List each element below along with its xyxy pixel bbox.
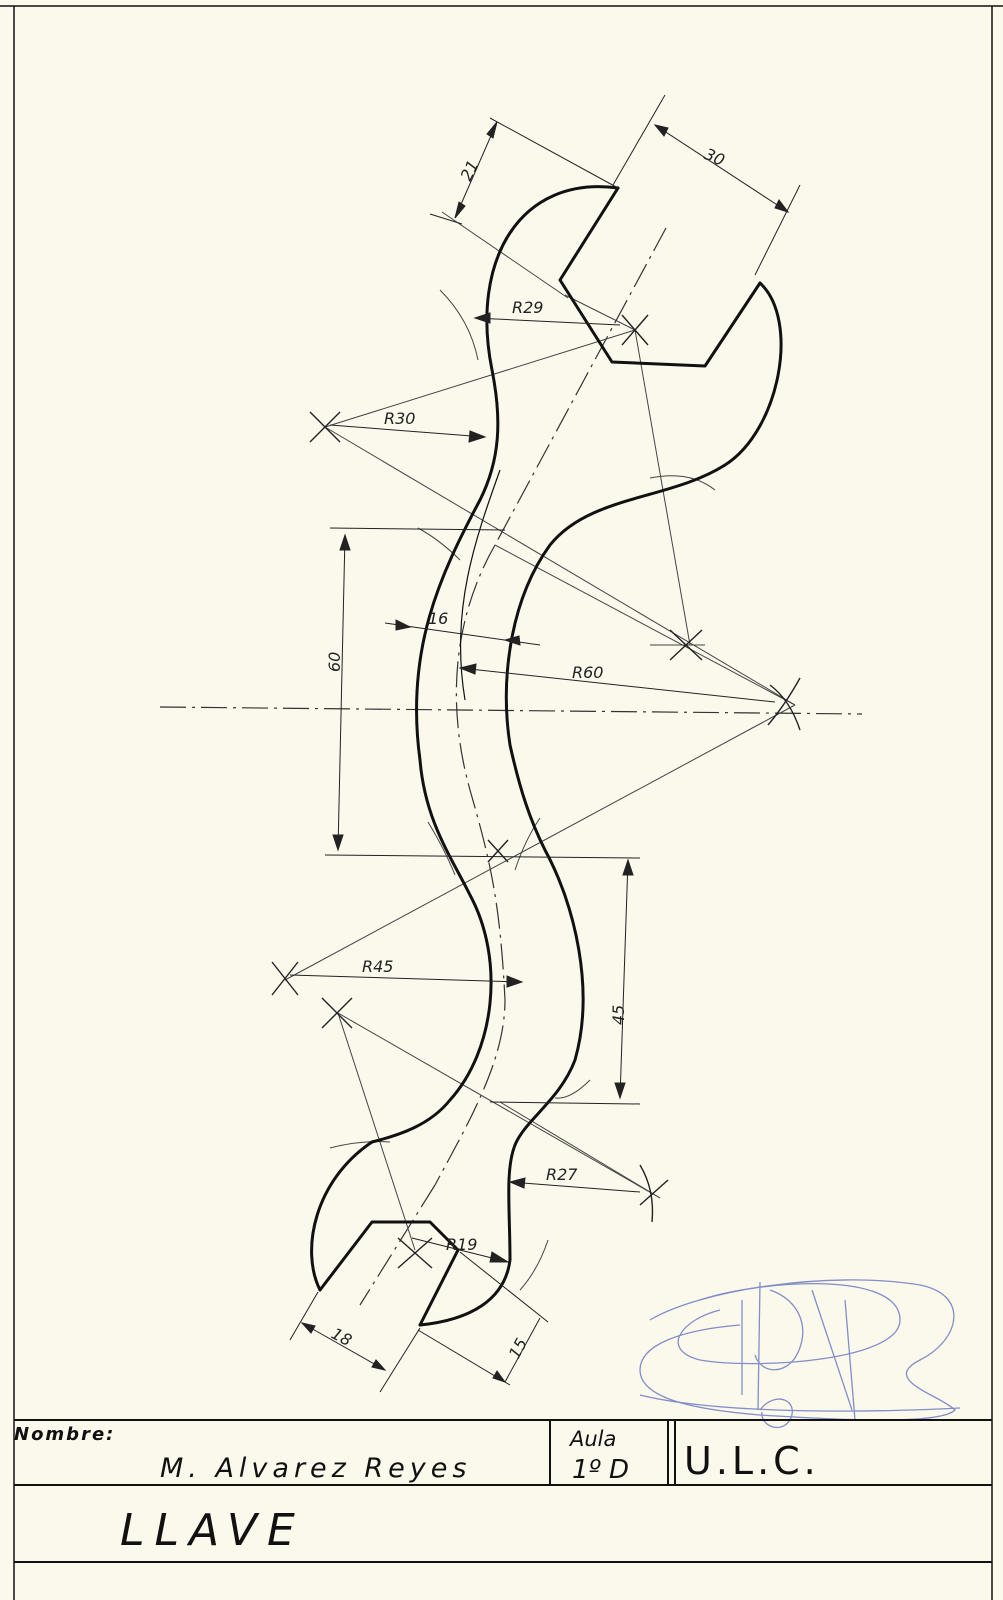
drawing-title: LLAVE [120,1505,305,1556]
dim-21: 21 [457,157,483,184]
dim-r60: R60 [572,663,603,682]
handle-inner-lines [459,469,501,701]
center-markers [271,314,801,1269]
dimension-lines [289,94,801,1393]
center-lines [159,227,863,1306]
name-label: Nombre: [14,1424,115,1445]
construction-lines [284,211,796,1291]
dim-15: 15 [505,1335,531,1362]
dim-60: 60 [325,652,344,672]
student-name: M. Alvarez Reyes [160,1453,471,1484]
signature-mark [639,1279,961,1429]
dimension-labels: 21 30 R29 R30 16 R60 60 45 R45 R27 R19 1… [325,144,728,1362]
dim-r19: R19 [446,1235,477,1254]
dim-r29: R29 [512,298,543,317]
title-block [14,1419,992,1563]
sheet-border [0,5,1003,1600]
dim-r45: R45 [362,957,393,976]
dim-r27: R27 [546,1165,578,1184]
dim-r30: R30 [384,409,415,428]
dim-30: 30 [701,144,727,170]
wrench-outline [310,185,783,1327]
classroom-value: 1º D [572,1455,629,1485]
dim-45: 45 [609,1005,628,1025]
school-name: U.L.C. [684,1439,820,1483]
dim-16: 16 [428,609,448,628]
classroom-label: Aula [568,1427,616,1451]
dim-18: 18 [328,1324,355,1350]
